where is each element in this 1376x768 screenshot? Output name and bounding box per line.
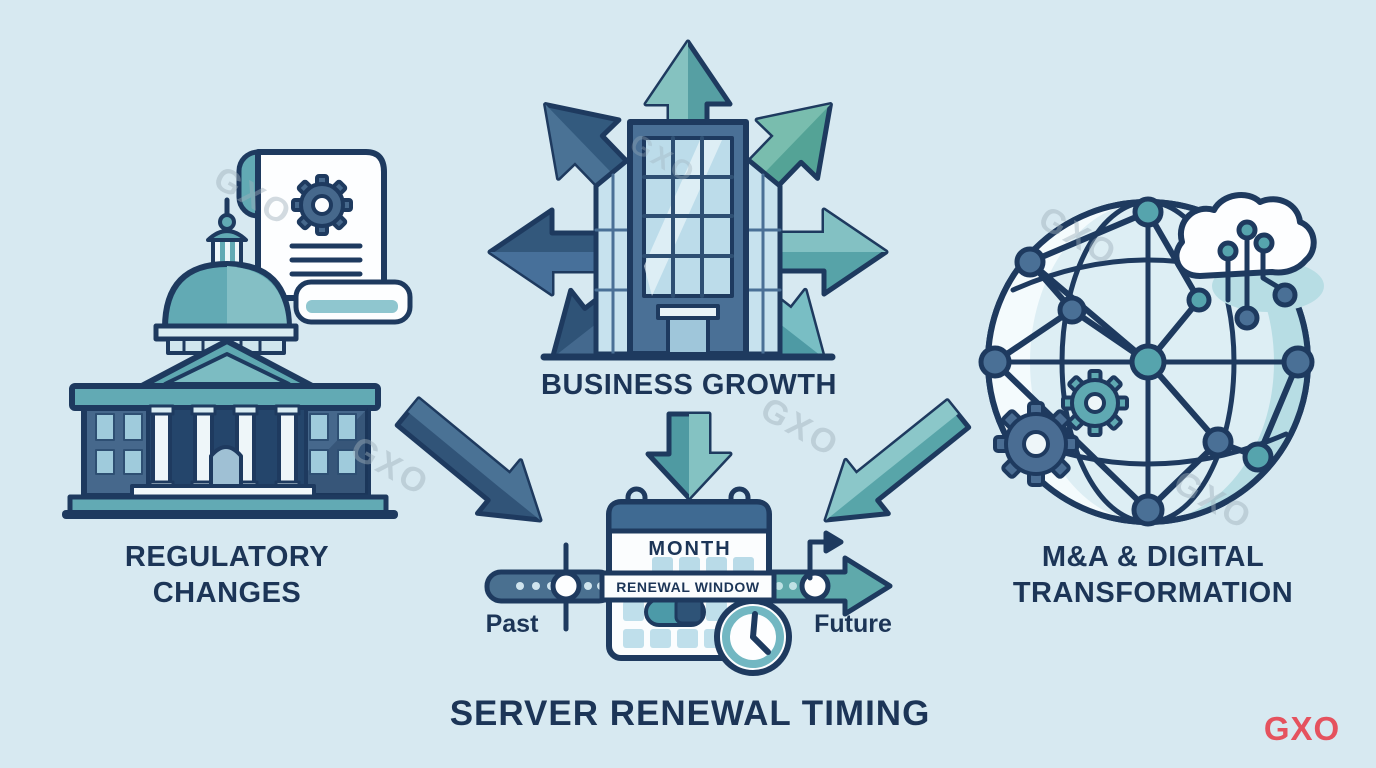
renewal-window-label: RENEWAL WINDOW — [616, 579, 760, 595]
renewal-window-band — [599, 570, 777, 603]
brand-logo: GXO — [1263, 710, 1341, 747]
ma-digital-label-line2: TRANSFORMATION — [1012, 577, 1294, 609]
capitol-windows — [95, 413, 357, 475]
timeline — [484, 530, 893, 632]
timeline-node-renewal — [799, 570, 831, 602]
future-label: Future — [814, 610, 892, 638]
capitol-building-icon — [62, 197, 398, 519]
regulatory-changes-label-line2: CHANGES — [152, 577, 302, 609]
business-growth-label: BUSINESS GROWTH — [541, 369, 837, 401]
milestone-flag-icon — [807, 530, 844, 581]
diagram-title: SERVER RENEWAL TIMING — [449, 694, 931, 733]
office-building-icon — [540, 119, 836, 361]
timeline-node-past — [550, 570, 582, 602]
past-label: Past — [485, 610, 539, 638]
calendar-month-label: MONTH — [648, 538, 732, 560]
connector-arrow-from-growth — [645, 411, 733, 501]
network-nodes — [978, 196, 1315, 527]
connector-arrow-from-ma — [823, 398, 972, 523]
gear-icon — [291, 174, 353, 236]
regulatory-changes-label-line1: REGULATORY — [124, 541, 330, 573]
clock-icon — [714, 598, 792, 676]
calendar-icon — [599, 486, 792, 676]
globe-network-icon — [978, 192, 1324, 527]
gears-icon — [993, 369, 1129, 487]
ma-digital-label-line1: M&A & DIGITAL — [1041, 541, 1265, 573]
scroll-document-icon — [236, 149, 413, 325]
connector-arrow-from-regulatory — [394, 396, 543, 523]
